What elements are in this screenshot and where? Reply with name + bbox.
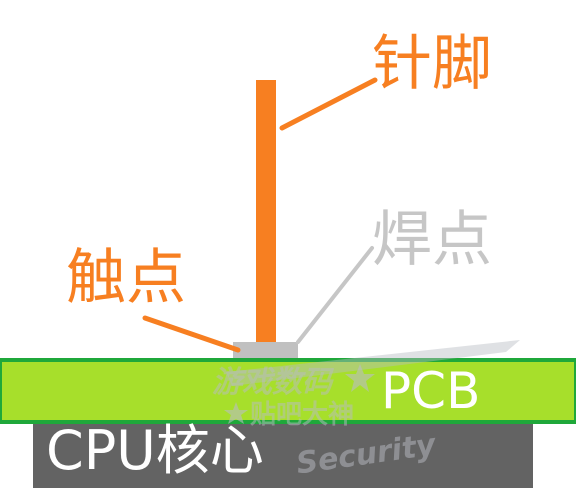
watermark-stripe (226, 340, 520, 386)
pin-label: 针脚 (372, 29, 492, 99)
contact-leader-line (142, 315, 241, 353)
watermark-star-icon (224, 402, 248, 424)
cpu-core-label: CPU核心 (46, 419, 264, 482)
pin-leader-line (279, 77, 378, 131)
solder-label: 焊点 (372, 205, 492, 275)
pin (256, 80, 276, 346)
pcb-board (0, 358, 576, 424)
watermark-text: 游戏数码 (212, 365, 332, 400)
watermark-star-icon (345, 364, 375, 392)
solder-joint (233, 342, 298, 358)
contact-label: 触点 (66, 243, 186, 313)
watermark-text: 贴吧大神 (250, 400, 355, 430)
pcb-label: PCB (381, 362, 481, 420)
cpu-core-block (33, 422, 533, 488)
solder-leader-line (296, 246, 374, 344)
